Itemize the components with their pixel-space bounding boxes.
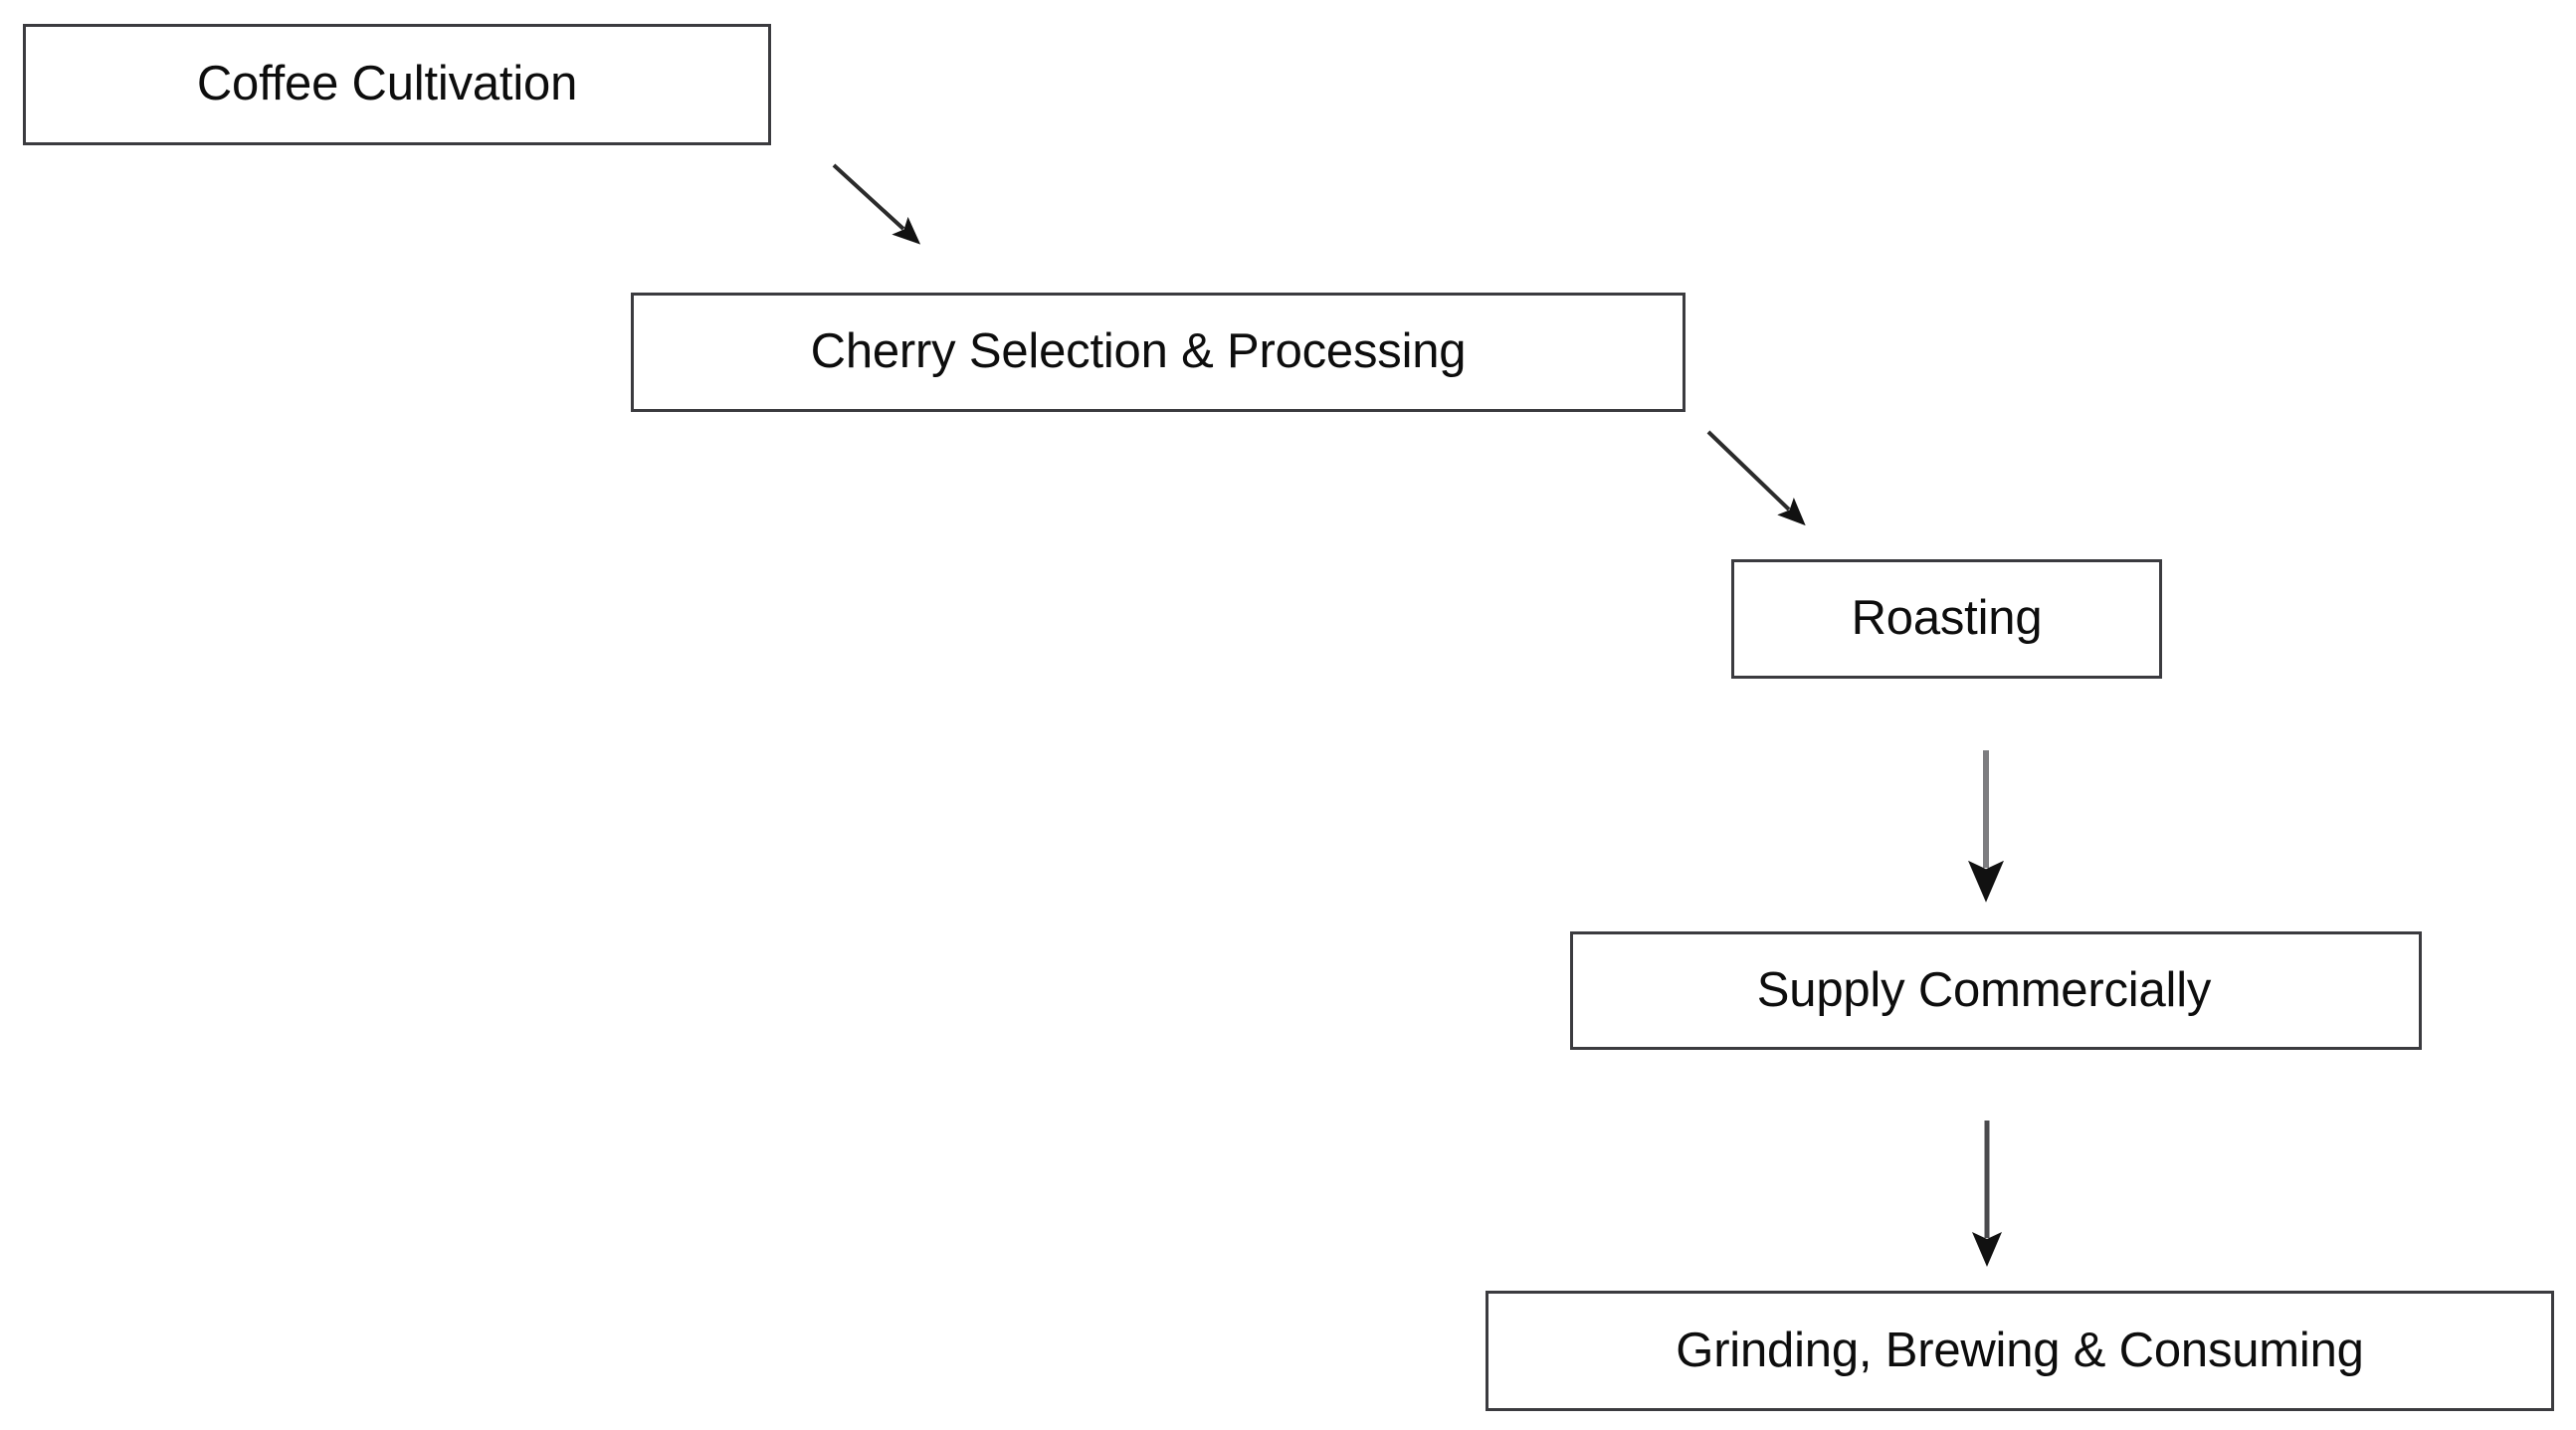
node-label-supply-commercially: Supply Commercially [1756, 962, 2212, 1017]
edge-cultivation-to-cherry [832, 163, 921, 245]
node-cherry-selection-processing[interactable]: Cherry Selection & Processing [631, 293, 1685, 412]
node-label-coffee-cultivation: Coffee Cultivation [196, 57, 578, 111]
edge-cherry-to-roasting [1706, 430, 1806, 526]
node-label-roasting: Roasting [1851, 591, 2043, 646]
node-label-cherry-selection-processing: Cherry Selection & Processing [810, 324, 1467, 379]
node-grinding-brewing-consuming[interactable]: Grinding, Brewing & Consuming [1486, 1291, 2554, 1411]
node-label-grinding-brewing-consuming: Grinding, Brewing & Consuming [1676, 1323, 2364, 1377]
node-roasting[interactable]: Roasting [1731, 559, 2162, 679]
node-coffee-cultivation[interactable]: Coffee Cultivation [23, 24, 771, 145]
node-supply-commercially[interactable]: Supply Commercially [1570, 931, 2422, 1050]
